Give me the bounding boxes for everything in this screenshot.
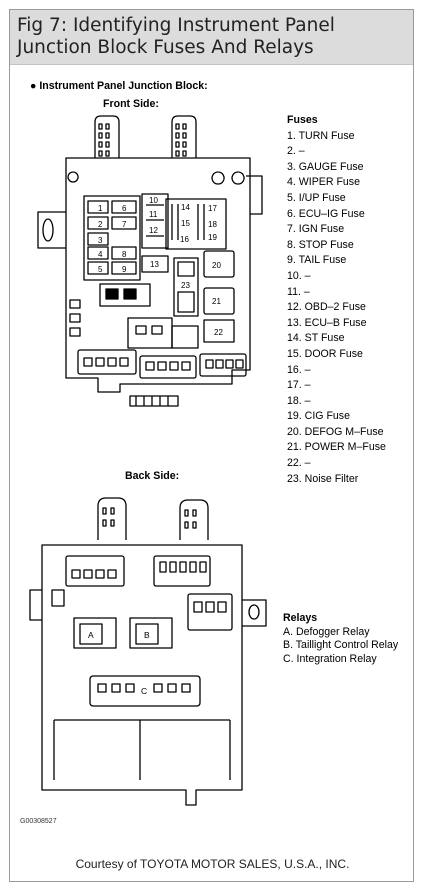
fuse-number-5: 5 xyxy=(98,265,103,274)
fuse-number-11: 11 xyxy=(149,210,158,219)
fuse-legend-item: 12. OBD–2 Fuse xyxy=(287,301,366,314)
fuse-number-10: 10 xyxy=(149,196,158,205)
courtesy-credit: Courtesy of TOYOTA MOTOR SALES, U.S.A., … xyxy=(75,857,350,871)
fuse-number-3: 3 xyxy=(98,236,103,245)
fuse-legend-item: 3. GAUGE Fuse xyxy=(287,160,364,173)
fuse-legend-item: 10. – xyxy=(287,269,311,282)
fuse-legend-item: 18. – xyxy=(287,394,311,407)
fuse-number-1: 1 xyxy=(98,204,103,213)
fuse-number-6: 6 xyxy=(122,204,127,213)
fuse-number-23: 23 xyxy=(181,281,190,290)
fuse-number-18: 18 xyxy=(208,220,217,229)
fuse-legend-item: 15. DOOR Fuse xyxy=(287,347,363,360)
fuse-number-12: 12 xyxy=(149,226,158,235)
fuse-number-19: 19 xyxy=(208,233,217,242)
fuse-number-22: 22 xyxy=(214,328,223,337)
fuse-legend-title: Fuses xyxy=(287,114,318,126)
fuse-number-8: 8 xyxy=(122,250,127,259)
fuse-number-17: 17 xyxy=(208,204,217,213)
figure-header: Fig 7: Identifying Instrument Panel Junc… xyxy=(10,10,413,65)
fuse-legend-item: 19. CIG Fuse xyxy=(287,410,350,423)
fuse-number-14: 14 xyxy=(181,203,190,212)
fuse-legend-item: 6. ECU–IG Fuse xyxy=(287,207,365,220)
fuse-legend-item: 2. – xyxy=(287,145,305,158)
fuse-legend: Fuses 1. TURN Fuse 2. – 3. GAUGE Fuse 4.… xyxy=(287,113,386,487)
fuse-number-13: 13 xyxy=(150,260,159,269)
relay-legend-item: B. Taillight Control Relay xyxy=(283,639,399,651)
figure-title: Fig 7: Identifying Instrument Panel Junc… xyxy=(17,15,335,58)
figure-frame: Fig 7: Identifying Instrument Panel Junc… xyxy=(9,9,414,882)
fuse-number-2: 2 xyxy=(98,220,103,229)
back-relay-letters: A B C xyxy=(88,630,150,696)
fuse-legend-item: 11. – xyxy=(287,285,310,298)
fuse-number-4: 4 xyxy=(98,250,103,259)
fuse-number-7: 7 xyxy=(122,220,127,229)
fuse-legend-item: 23. Noise Filter xyxy=(287,472,359,485)
fuse-legend-item: 1. TURN Fuse xyxy=(287,129,355,142)
fuse-legend-item: 4. WIPER Fuse xyxy=(287,176,360,189)
back-side-label: Back Side: xyxy=(125,470,180,482)
fuse-legend-item: 21. POWER M–Fuse xyxy=(287,441,386,454)
fuse-number-20: 20 xyxy=(212,261,221,270)
fuse-legend-item: 22. – xyxy=(287,457,311,470)
front-side-drawing xyxy=(37,115,263,407)
front-fuse-numbers: 1 6 2 7 3 4 8 5 9 10 11 12 13 14 15 16 1… xyxy=(98,196,223,337)
diagram-heading: ● Instrument Panel Junction Block: xyxy=(30,80,208,92)
fuse-legend-item: 14. ST Fuse xyxy=(287,332,345,345)
relay-legend: Relays A. Defogger Relay B. Taillight Co… xyxy=(283,612,398,666)
relay-letter-a: A xyxy=(88,630,94,640)
relay-legend-item: C. Integration Relay xyxy=(283,652,377,665)
fuse-number-9: 9 xyxy=(122,265,127,274)
fuse-number-16: 16 xyxy=(180,235,189,244)
fuse-legend-item: 16. – xyxy=(287,363,311,376)
fuse-number-21: 21 xyxy=(212,297,221,306)
fuse-legend-item: 13. ECU–B Fuse xyxy=(287,316,367,329)
fuse-legend-item: 20. DEFOG M–Fuse xyxy=(287,425,384,438)
fuse-legend-item: 8. STOP Fuse xyxy=(287,238,354,251)
back-side-drawing xyxy=(29,497,267,806)
fuse-number-15: 15 xyxy=(181,219,190,228)
fuse-legend-item: 9. TAIL Fuse xyxy=(287,254,347,267)
fuse-legend-item: 17. – xyxy=(287,379,311,392)
relay-legend-item: A. Defogger Relay xyxy=(283,625,370,638)
front-side-label: Front Side: xyxy=(103,98,159,110)
relay-letter-b: B xyxy=(144,630,150,640)
fuse-legend-item: 7. IGN Fuse xyxy=(287,223,345,236)
relay-letter-c: C xyxy=(141,686,147,696)
relay-legend-title: Relays xyxy=(283,612,318,624)
image-code: G00308527 xyxy=(20,818,57,825)
fuse-legend-item: 5. I/UP Fuse xyxy=(287,191,346,204)
